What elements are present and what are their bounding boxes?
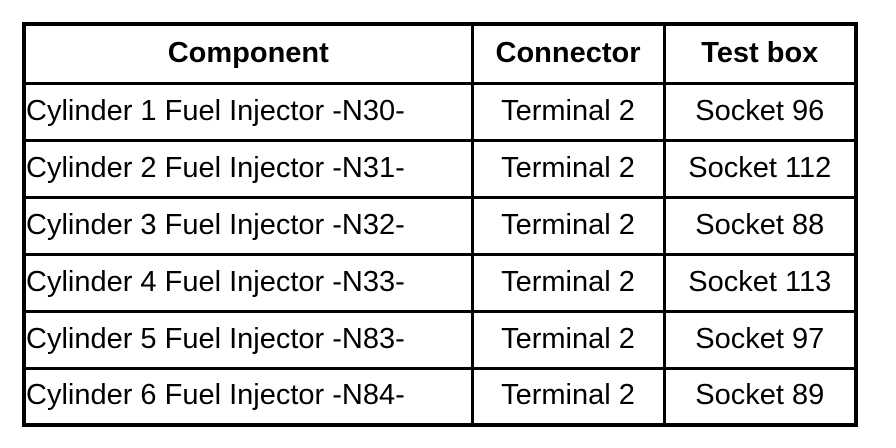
cell-connector: Terminal 2: [470, 138, 666, 199]
cell-component: Cylinder 6 Fuel Injector -N84-: [22, 366, 474, 427]
table-row: Cylinder 6 Fuel Injector -N84- Terminal …: [22, 366, 858, 427]
column-header-testbox: Test box: [662, 22, 858, 85]
cell-testbox: Socket 97: [662, 309, 858, 370]
cell-testbox: Socket 96: [662, 81, 858, 142]
cell-testbox: Socket 89: [662, 366, 858, 427]
cell-component: Cylinder 5 Fuel Injector -N83-: [22, 309, 474, 370]
table-row: Cylinder 4 Fuel Injector -N33- Terminal …: [22, 252, 858, 313]
table-row: Cylinder 3 Fuel Injector -N32- Terminal …: [22, 195, 858, 256]
cell-connector: Terminal 2: [470, 309, 666, 370]
cell-testbox: Socket 113: [662, 252, 858, 313]
cell-connector: Terminal 2: [470, 195, 666, 256]
component-connector-table: Component Connector Test box Cylinder 1 …: [22, 22, 858, 427]
cell-component: Cylinder 1 Fuel Injector -N30-: [22, 81, 474, 142]
header-row: Component Connector Test box: [22, 22, 858, 85]
cell-component: Cylinder 3 Fuel Injector -N32-: [22, 195, 474, 256]
table-row: Cylinder 1 Fuel Injector -N30- Terminal …: [22, 81, 858, 142]
cell-testbox: Socket 112: [662, 138, 858, 199]
cell-connector: Terminal 2: [470, 366, 666, 427]
cell-connector: Terminal 2: [470, 252, 666, 313]
table-row: Cylinder 2 Fuel Injector -N31- Terminal …: [22, 138, 858, 199]
column-header-connector: Connector: [470, 22, 666, 85]
cell-component: Cylinder 2 Fuel Injector -N31-: [22, 138, 474, 199]
table-body: Cylinder 1 Fuel Injector -N30- Terminal …: [22, 81, 858, 427]
table-row: Cylinder 5 Fuel Injector -N83- Terminal …: [22, 309, 858, 370]
column-header-component: Component: [22, 22, 474, 85]
table-header: Component Connector Test box: [22, 22, 858, 85]
cell-connector: Terminal 2: [470, 81, 666, 142]
cell-component: Cylinder 4 Fuel Injector -N33-: [22, 252, 474, 313]
cell-testbox: Socket 88: [662, 195, 858, 256]
